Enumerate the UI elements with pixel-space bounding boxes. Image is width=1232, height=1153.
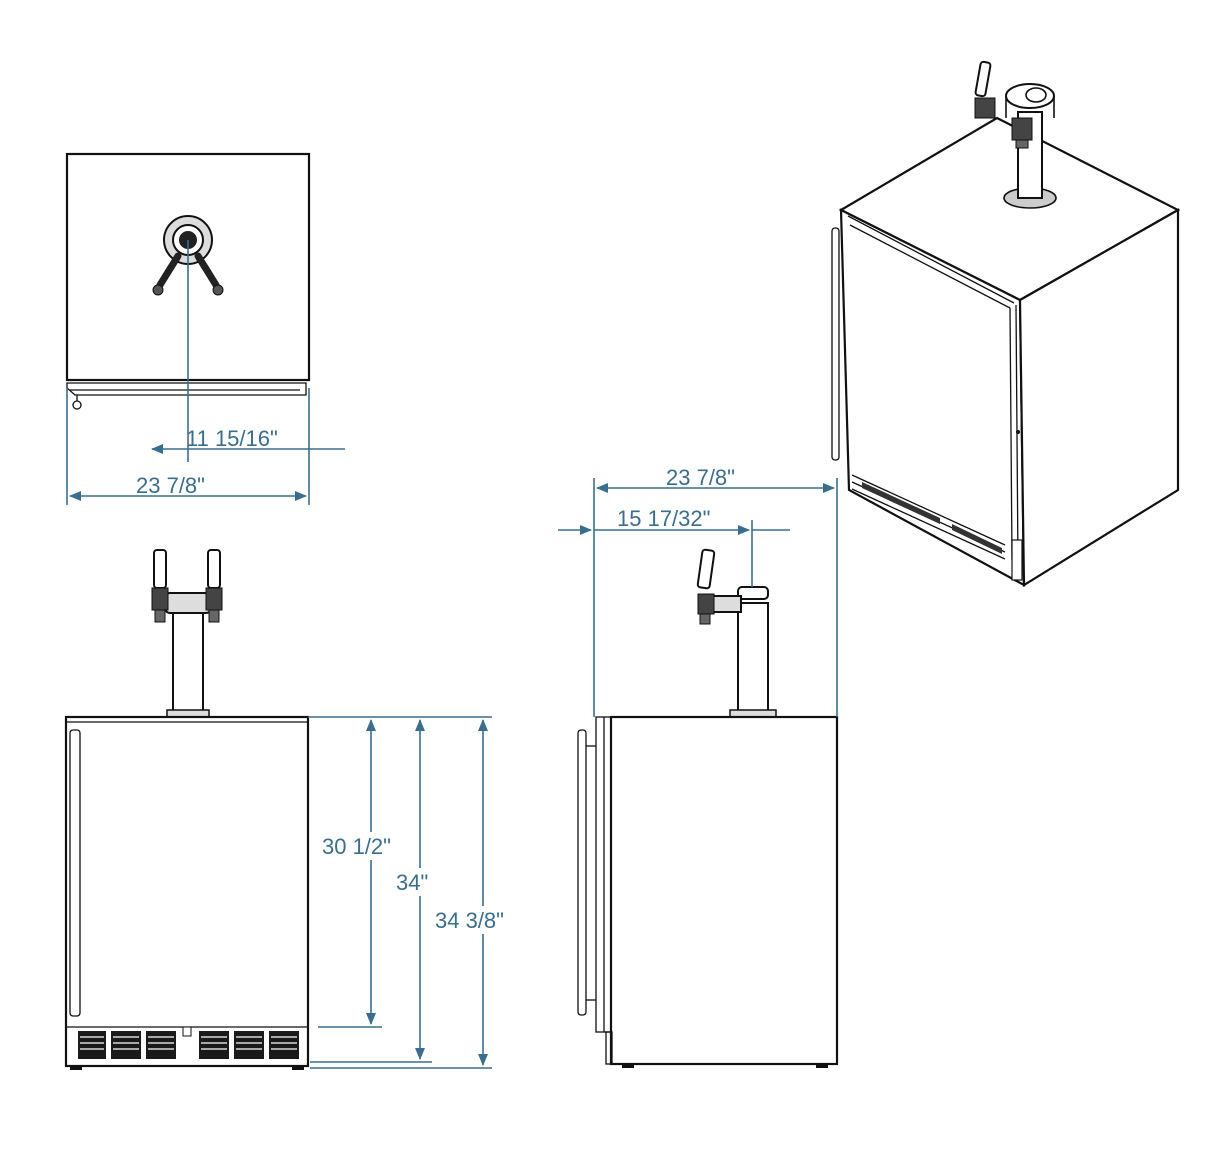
- height-max-label: 34 3/8": [435, 908, 504, 933]
- cabinet-height-label: 30 1/2": [322, 834, 391, 859]
- side-view: 23 7/8" 15 17/32": [558, 465, 839, 1068]
- height-min-label: 34": [396, 870, 428, 895]
- dual-tap-tower-icon: [151, 549, 223, 719]
- single-tap-tower-icon: [696, 548, 777, 719]
- iso-tap-tower-icon: [974, 60, 1057, 209]
- side-depth-label: 23 7/8": [666, 465, 735, 490]
- top-view: 11 15/16" 23 7/8": [65, 152, 345, 505]
- front-vent-grille: [78, 1026, 299, 1059]
- top-width-label: 23 7/8": [136, 473, 205, 498]
- side-tower-offset-label: 15 17/32": [617, 506, 710, 531]
- front-view: 30 1/2" 34" 34 3/8": [64, 549, 514, 1070]
- tower-offset-label: 11 15/16": [186, 426, 278, 451]
- isometric-view: [831, 60, 1181, 587]
